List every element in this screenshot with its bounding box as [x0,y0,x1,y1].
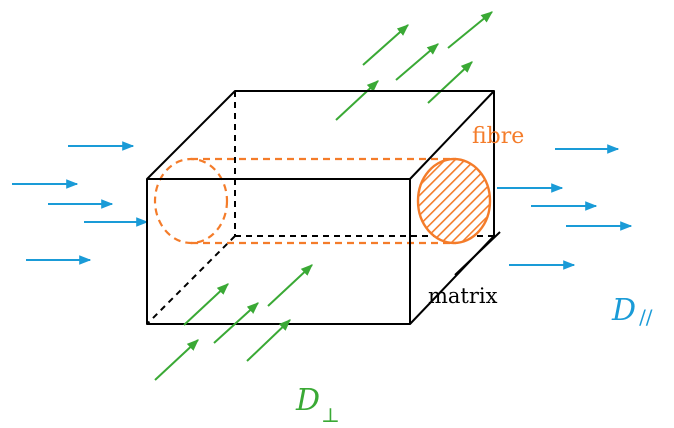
d-parallel-label: D// [611,293,653,329]
arrow-perp [427,61,473,104]
matrix-front-face [146,178,411,325]
perpendicular-diffusion-arrows-bottom [154,264,313,381]
arrow-perp [246,319,291,362]
matrix-hidden-edges [146,91,494,325]
matrix-top-face [146,90,495,180]
arrow-perp [395,43,439,81]
perpendicular-diffusion-arrows-top [335,11,493,121]
matrix-leader-line [454,231,501,276]
arrow-perp [183,283,229,326]
arrow-perp [154,339,199,381]
fibre-cylinder [153,157,492,245]
matrix-visible-edges [146,90,495,325]
arrow-perp [335,80,379,121]
parallel-diffusion-arrows-right [497,144,633,270]
fibre-hidden-end [153,157,229,245]
fibre-label: fibre [472,124,524,149]
arrow-perp [267,264,313,307]
matrix-right-face [409,91,495,325]
arrow-perp [447,11,493,49]
arrow-perp [362,24,409,66]
parallel-diffusion-arrows-left [12,141,149,265]
fibre-cross-section [416,157,492,245]
d-perp-label: D⊥ [295,383,340,427]
matrix-label: matrix [428,284,498,308]
arrow-perp [213,302,259,344]
